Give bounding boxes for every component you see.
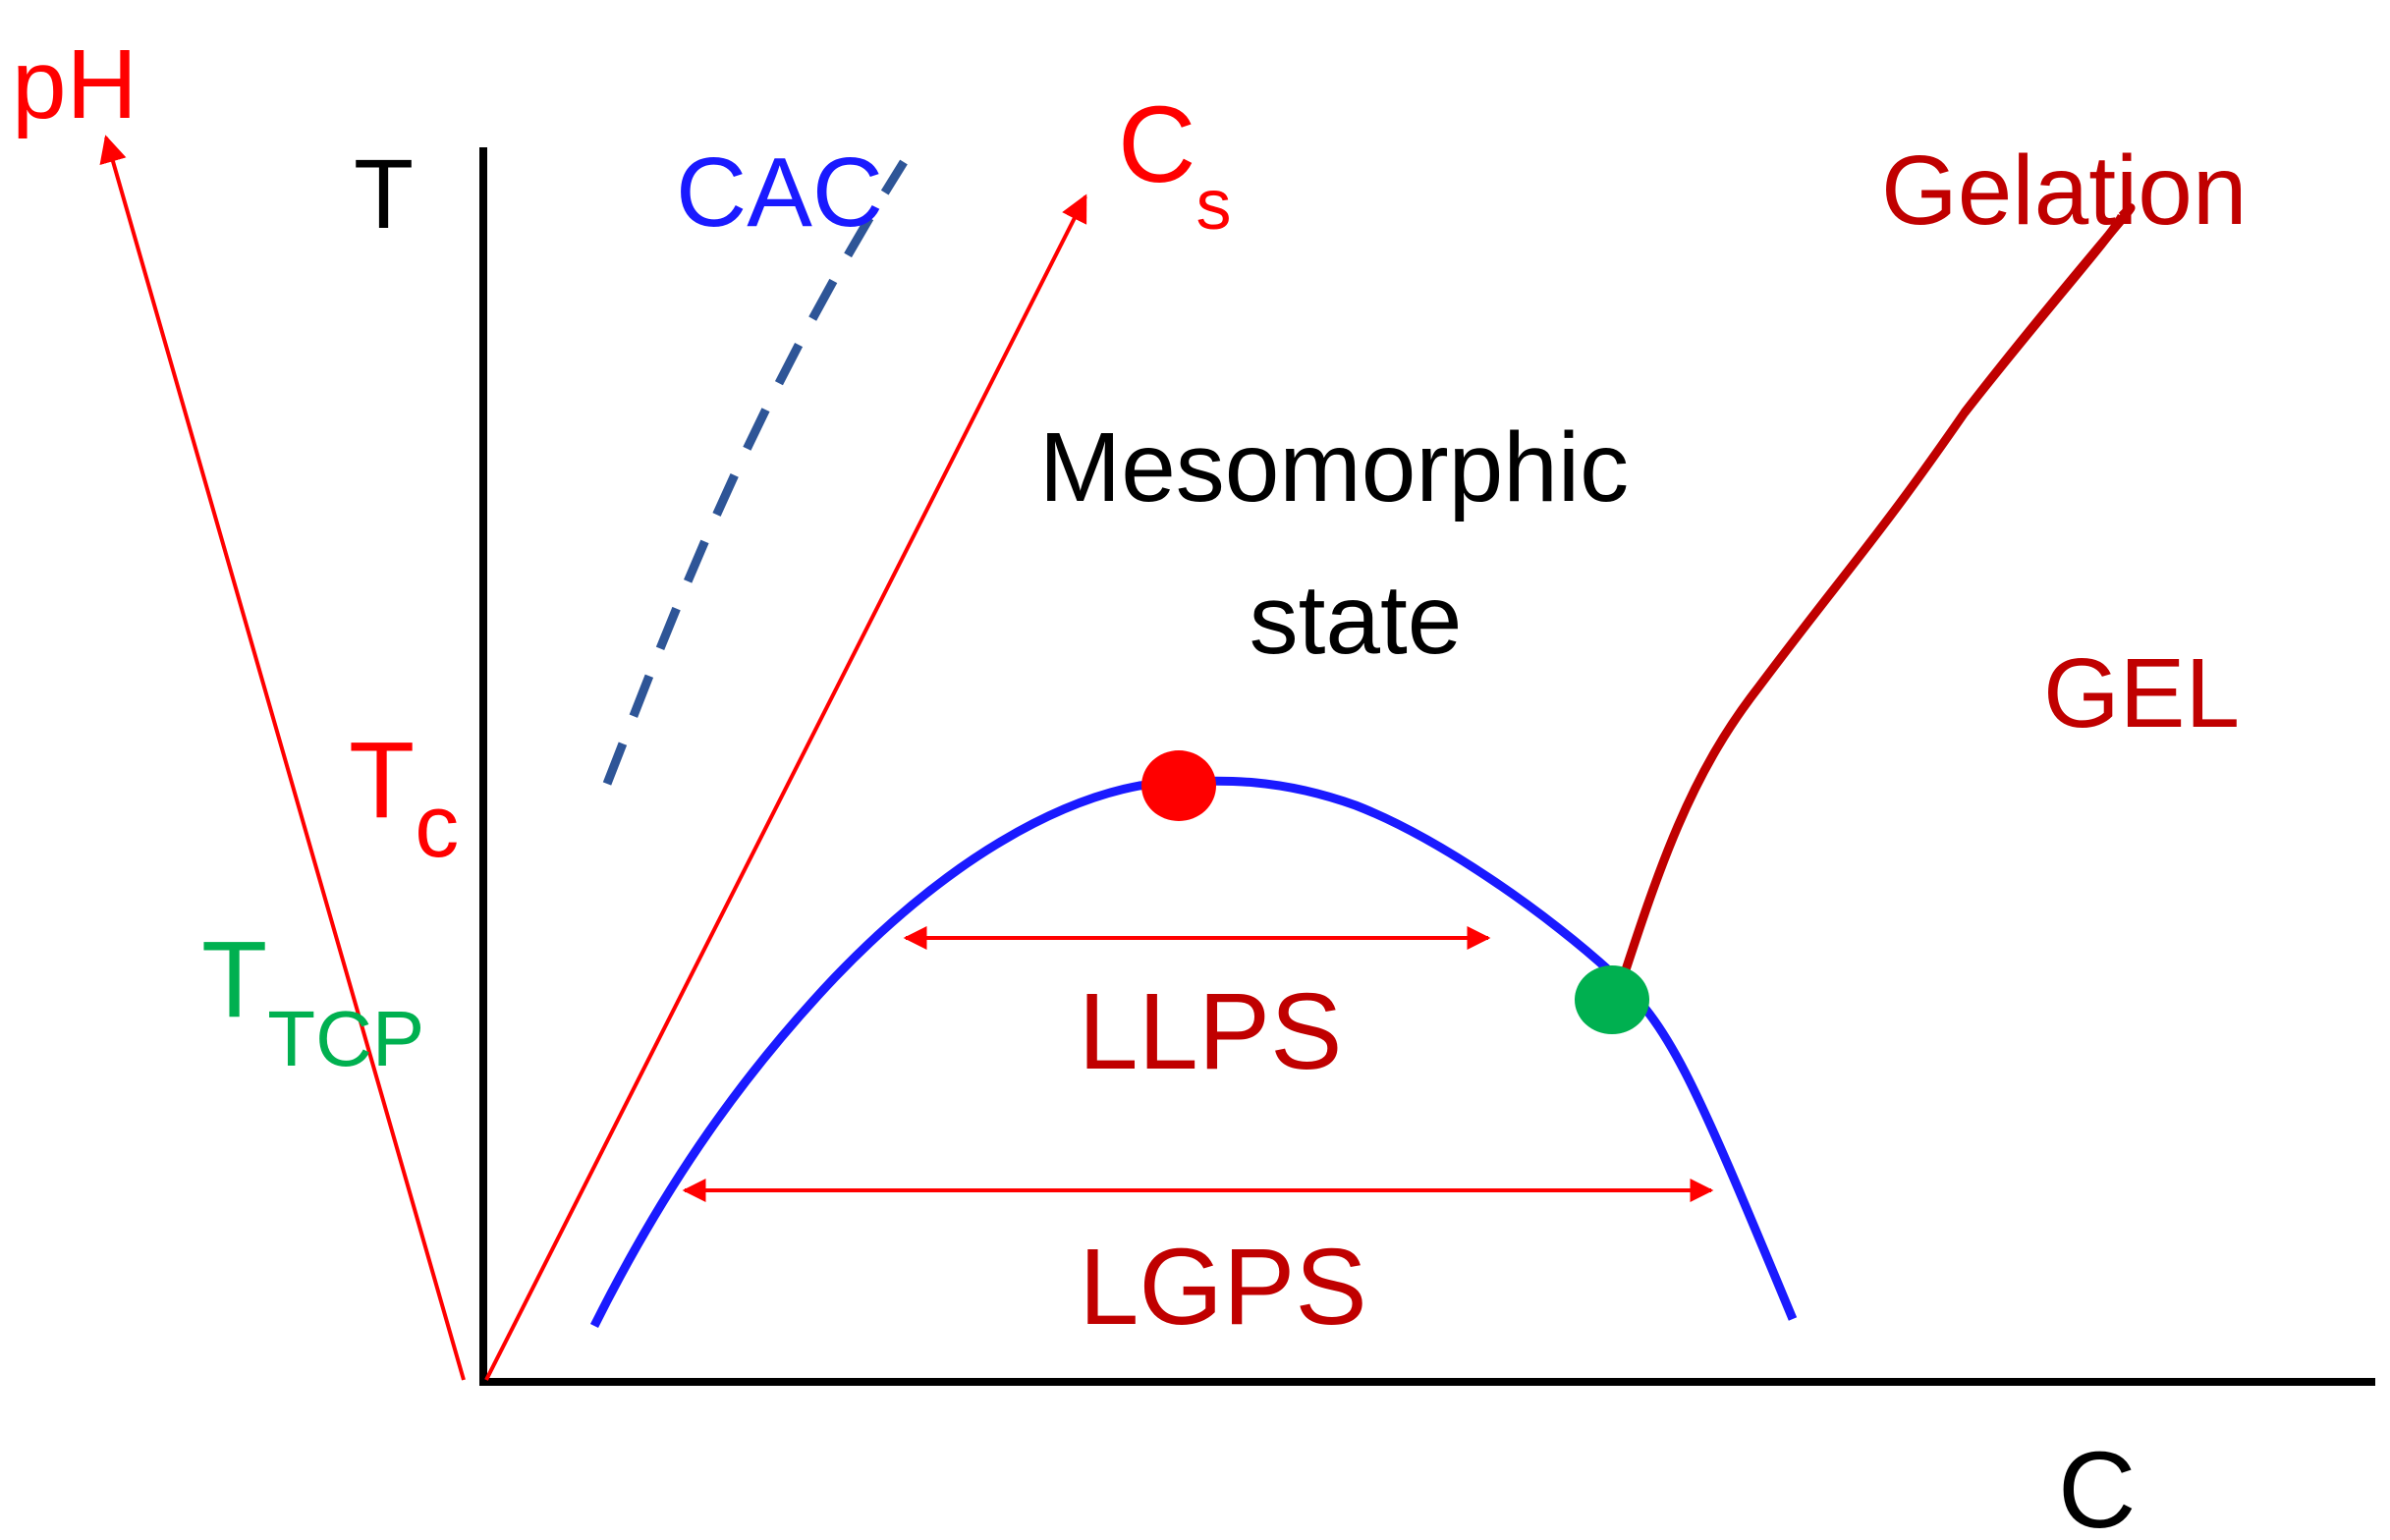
tc-label-sub: c	[415, 778, 459, 876]
ttcp-label-sub: TCP	[267, 995, 424, 1082]
gelation-label: Gelation	[1881, 136, 2247, 246]
cs-label: Cs	[1118, 84, 1231, 245]
lgps-label: LGPS	[1079, 1227, 1366, 1348]
cs-arrow	[484, 193, 1087, 1381]
cac-dashed-curve	[602, 159, 908, 786]
cac-label: CAC	[676, 138, 883, 248]
c-axis-label: C	[2058, 1430, 2136, 1540]
gel-label: GEL	[2043, 638, 2240, 748]
ttcp-label-main: T	[201, 919, 267, 1040]
tc-label-main: T	[349, 720, 415, 841]
state-label: state	[1250, 565, 1463, 675]
t-axis-label: T	[354, 139, 414, 249]
ph-label: pH	[12, 29, 138, 139]
llps-label: LLPS	[1078, 971, 1342, 1092]
ttcp-label: TTCP	[201, 919, 424, 1082]
tc-label: Tc	[349, 720, 459, 876]
cs-label-sub: s	[1195, 166, 1231, 245]
ph-arrow	[99, 135, 466, 1381]
gelation-curve-top	[1961, 213, 2127, 415]
mesomorphic-label: Mesomorphic	[1039, 412, 1629, 522]
gelation-curve	[1611, 203, 2136, 1002]
tricritical-point-marker	[1575, 965, 1649, 1034]
cs-label-main: C	[1118, 84, 1195, 205]
critical-point-marker	[1141, 750, 1216, 821]
